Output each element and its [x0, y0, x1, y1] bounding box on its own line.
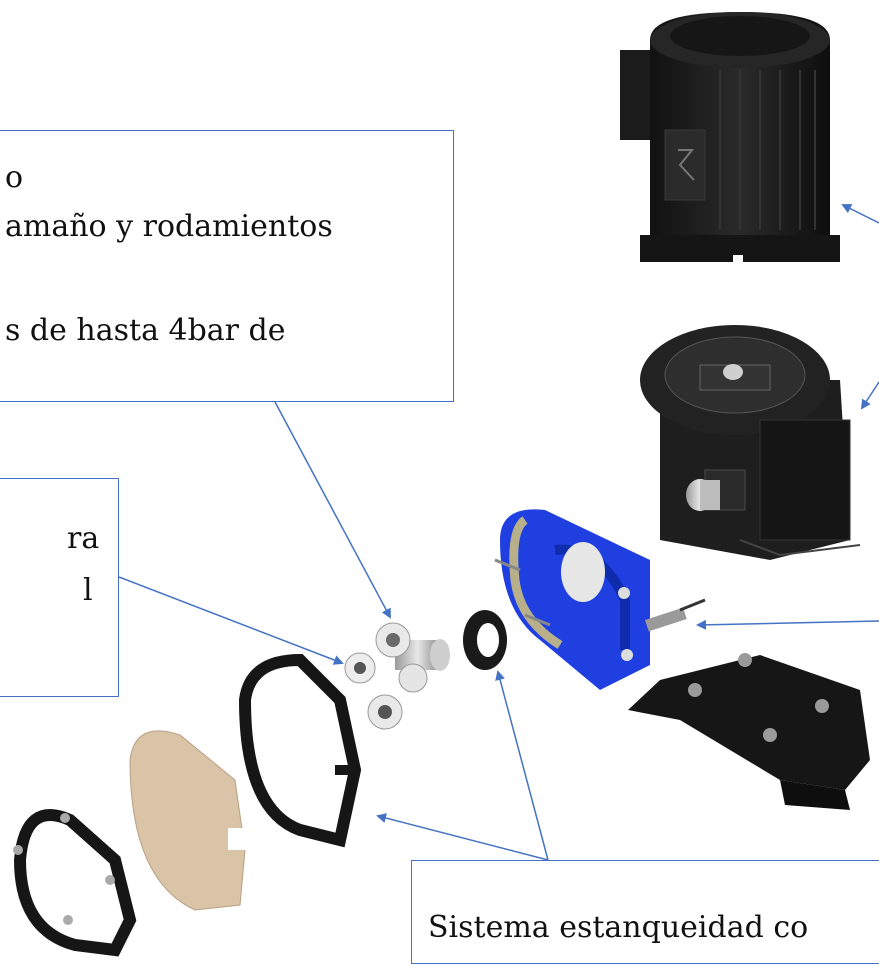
arrow-bottom-to-gasket [376, 813, 549, 861]
callout-left-line-1: ra [67, 521, 100, 556]
callout-left-line-2: l [83, 573, 93, 608]
arrow-to-housing [696, 619, 879, 630]
callout-top: o amaño y rodamientos s de hasta 4bar de [0, 130, 454, 402]
front-gasket-part [13, 809, 137, 957]
pump-housing-part [494, 509, 706, 690]
callout-top-line-2: amaño y rodamientos [5, 209, 333, 244]
arrow-left-callout-to-rotor [118, 576, 344, 665]
arrow-to-gearbox [860, 381, 879, 410]
arrow-top-callout-to-rotor [274, 401, 391, 619]
arrows [118, 204, 879, 861]
base-plate-part [628, 653, 870, 810]
callout-top-line-1: o [5, 160, 24, 195]
gasket-part [238, 653, 362, 848]
cover-plate-part [129, 730, 246, 911]
arrow-bottom-to-seal [495, 670, 549, 861]
callout-bottom: Sistema estanqueidad co [411, 860, 879, 964]
callout-left: ra l [0, 478, 119, 697]
rotor-part [344, 622, 450, 730]
motor-part [620, 12, 840, 267]
seal-ring-part [463, 610, 507, 670]
callout-top-line-3: s de hasta 4bar de [5, 313, 286, 348]
arrow-to-motor [841, 204, 879, 224]
gearbox-part [640, 325, 861, 560]
callout-bottom-line-1: Sistema estanqueidad co [428, 910, 809, 945]
